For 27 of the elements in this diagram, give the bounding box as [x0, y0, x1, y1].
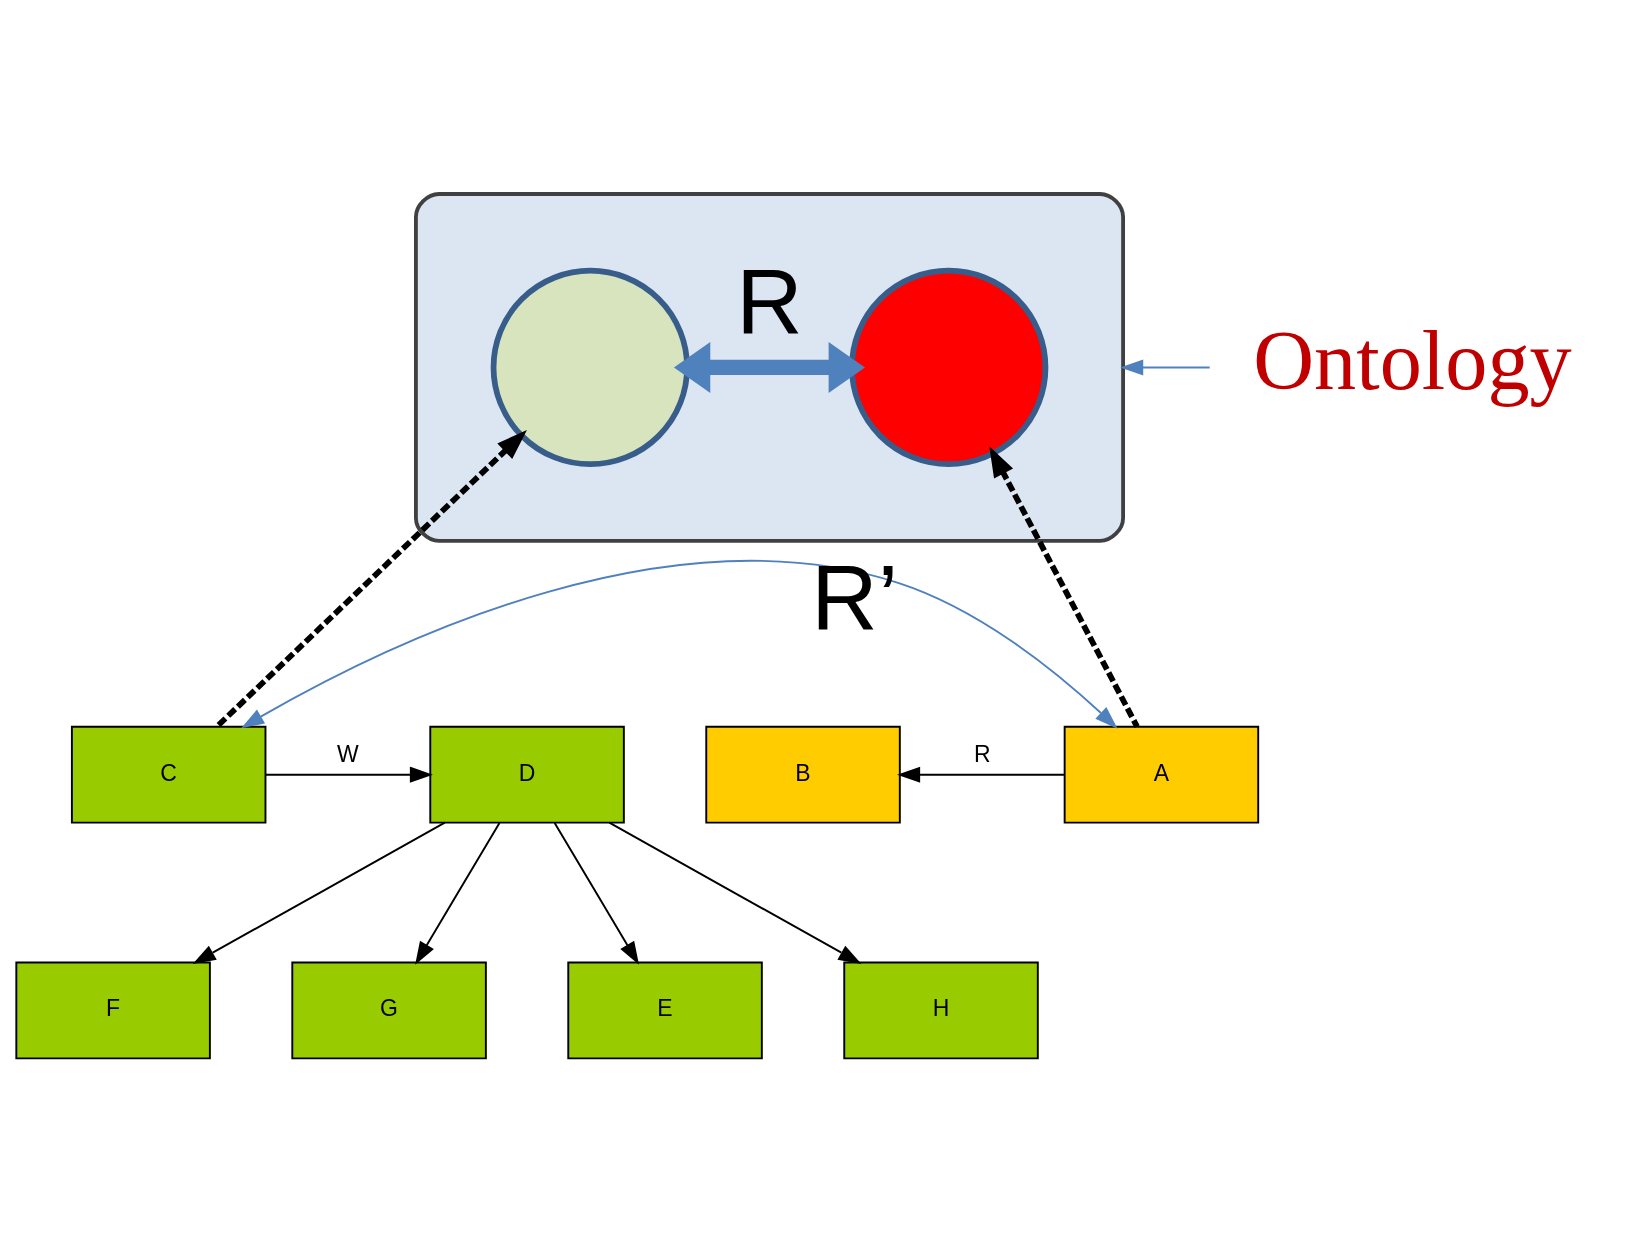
- arrow: [241, 560, 1118, 729]
- arrow: [989, 446, 1140, 728]
- edge-label: R’: [811, 546, 899, 649]
- arrow: [264, 766, 433, 783]
- edge-label: R: [973, 741, 991, 768]
- node-box: B: [705, 725, 901, 824]
- arrow: [553, 822, 639, 965]
- node-box: F: [15, 961, 211, 1060]
- arrow: [673, 342, 865, 393]
- node-box: A: [1063, 725, 1260, 824]
- arrow: [192, 821, 446, 964]
- node-text: Ontology: [1253, 313, 1572, 407]
- node-circle: [490, 267, 690, 468]
- node-box: G: [291, 961, 487, 1060]
- arrow: [897, 766, 1066, 783]
- arrow: [415, 822, 501, 965]
- node-circle: [849, 267, 1049, 468]
- arrow: [215, 429, 527, 729]
- cluster: [414, 192, 1125, 543]
- node-box: C: [70, 725, 267, 824]
- edge-label: W: [337, 741, 359, 768]
- node-box: E: [567, 961, 763, 1060]
- arrow: [1120, 359, 1211, 376]
- node-box: D: [429, 725, 625, 824]
- edge-label: R: [736, 250, 803, 353]
- arrow: [608, 821, 862, 964]
- node-box: H: [843, 961, 1039, 1060]
